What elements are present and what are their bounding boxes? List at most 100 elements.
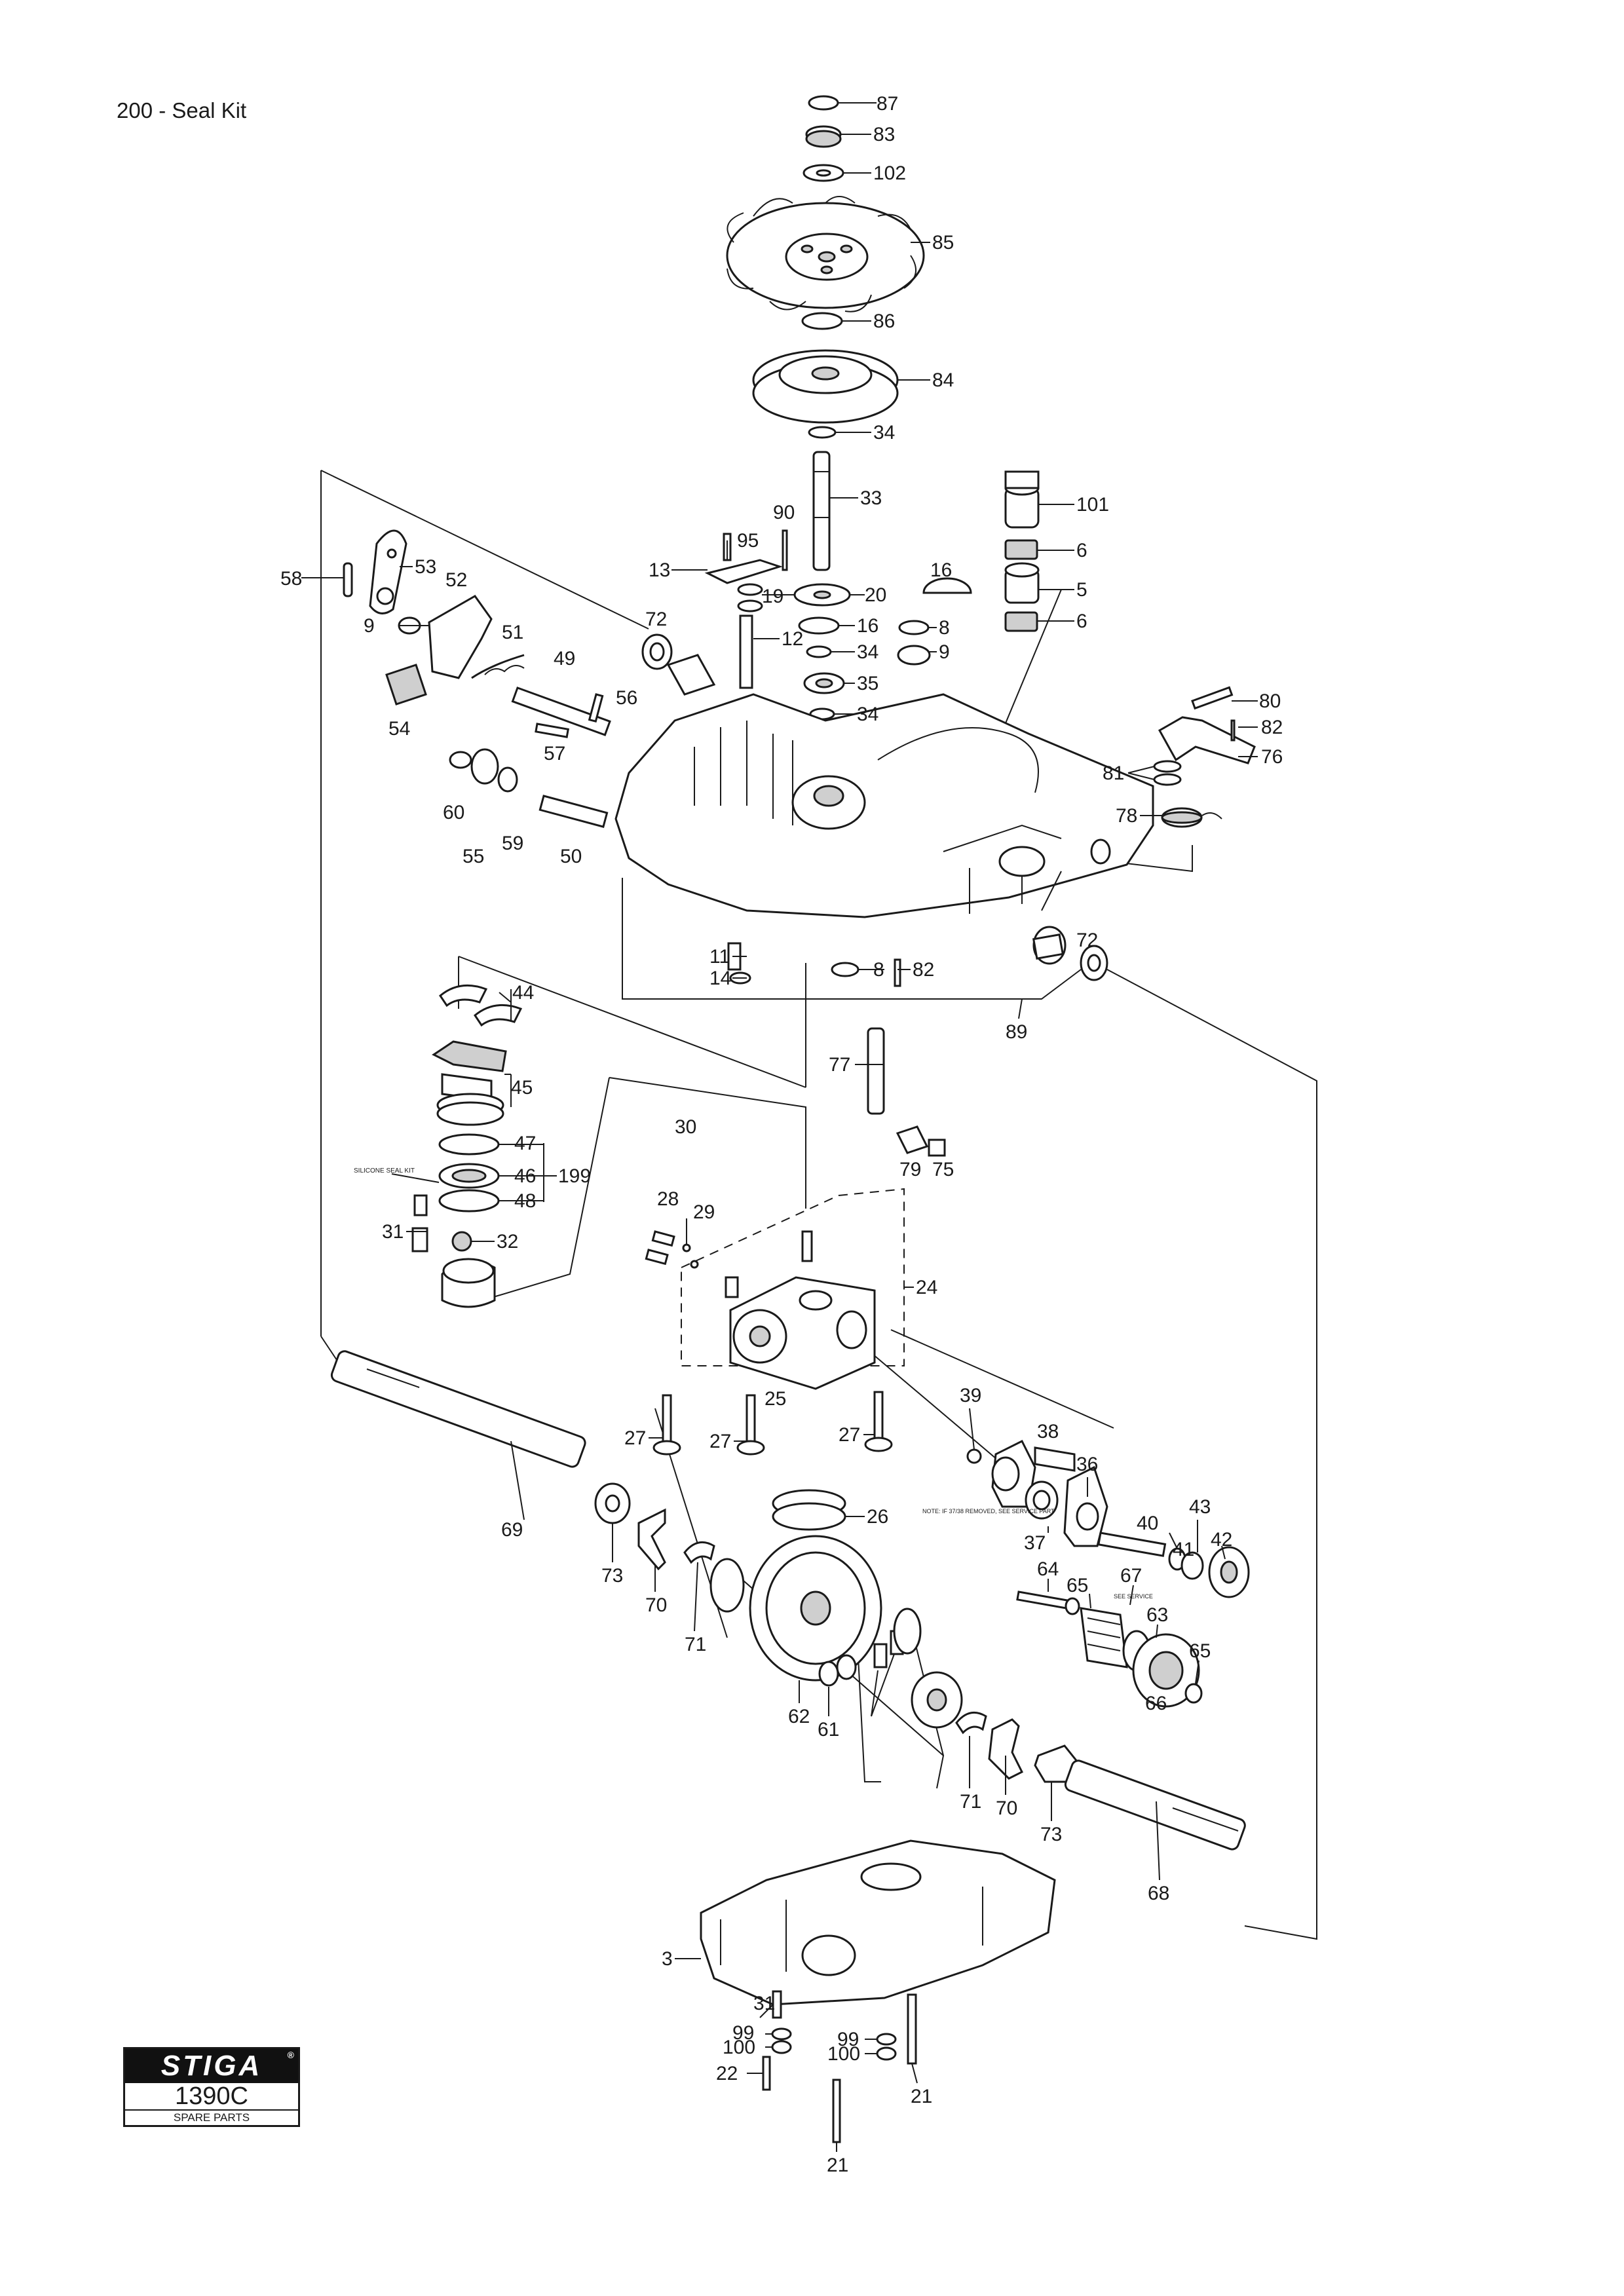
callout-label: 65 <box>1067 1575 1088 1596</box>
callout-label: 48 <box>514 1190 536 1212</box>
callout-label: 47 <box>514 1133 536 1154</box>
stiga-logo: STIGA® 1390C SPARE PARTS <box>123 2047 300 2127</box>
callout-label: 5 <box>1076 579 1087 601</box>
callout-label: 16 <box>930 559 952 581</box>
callout-label: 80 <box>1259 690 1281 712</box>
brand-wordmark: STIGA® <box>125 2049 298 2083</box>
callout-label: 69 <box>501 1519 523 1541</box>
note-42: SEE SERVICE <box>1114 1593 1153 1600</box>
callout-label: 61 <box>818 1719 839 1741</box>
callout-label: 12 <box>782 628 803 650</box>
axle-69 <box>330 1350 715 1571</box>
callout-label: 9 <box>939 641 950 663</box>
callout-label: 52 <box>445 569 467 591</box>
callout-label: 9 <box>364 615 375 637</box>
callout-label: 85 <box>932 232 954 254</box>
registered-mark: ® <box>287 2050 294 2060</box>
callout-label: 51 <box>502 622 523 643</box>
callout-label: 73 <box>1040 1824 1062 1845</box>
callout-label: 58 <box>280 568 302 590</box>
callout-label: 50 <box>560 846 582 867</box>
callout-label: 199 <box>558 1165 591 1187</box>
callout-label: 76 <box>1261 746 1283 768</box>
callout-label: 22 <box>716 2063 738 2084</box>
callout-label: 8 <box>939 617 950 639</box>
callout-label: 42 <box>1211 1529 1232 1551</box>
callout-label: 34 <box>857 704 878 725</box>
callout-label: 57 <box>544 743 565 764</box>
lever-assembly <box>343 529 611 828</box>
callout-label: 56 <box>616 687 637 709</box>
callout-label: 77 <box>829 1054 850 1076</box>
callout-label: 83 <box>873 124 895 145</box>
differential-gears <box>709 1489 963 1729</box>
callout-label: 21 <box>911 2086 932 2107</box>
callout-label: 55 <box>463 846 484 867</box>
callout-label: 82 <box>1261 717 1283 738</box>
callout-label: 41 <box>1173 1539 1194 1560</box>
callout-label: 70 <box>996 1797 1017 1819</box>
callout-label: 13 <box>649 559 670 581</box>
callout-label: 45 <box>511 1077 533 1099</box>
callout-label: 21 <box>827 2155 848 2176</box>
callout-label: 99 <box>837 2029 859 2050</box>
callout-label: 101 <box>1076 494 1109 516</box>
callout-label: 20 <box>865 584 886 606</box>
callout-labels: 87 83 102 85 86 84 34 33 101 6 5 6 90 95… <box>280 93 1283 2176</box>
callout-label: 81 <box>1103 762 1124 784</box>
callout-label: 84 <box>932 369 954 391</box>
callout-label: 46 <box>514 1165 536 1187</box>
callout-label: 73 <box>601 1565 623 1587</box>
callout-label: 34 <box>873 422 895 443</box>
logo-subtitle: SPARE PARTS <box>173 2111 250 2124</box>
model-number: 1390C <box>125 2083 298 2111</box>
pulley-84 <box>752 349 899 424</box>
page-title: 200 - Seal Kit <box>117 98 247 122</box>
callout-label: 28 <box>657 1188 679 1210</box>
reduction-gear-train <box>966 1439 1250 1708</box>
lower-housing <box>700 1839 1056 2143</box>
callout-label: 60 <box>443 802 464 823</box>
callout-label: 27 <box>709 1431 731 1452</box>
callout-label: 78 <box>1116 805 1137 827</box>
callout-label: 43 <box>1189 1496 1211 1518</box>
callout-label: 11 <box>709 946 730 968</box>
callout-label: 99 <box>732 2022 754 2044</box>
callout-label: 86 <box>873 311 895 332</box>
printed-notes: SILICONE SEAL KIT NOTE: IF 37/38 REMOVED… <box>354 1167 1153 1600</box>
callout-label: 49 <box>554 648 575 669</box>
callout-label: 54 <box>388 718 410 740</box>
bolts-27 <box>652 1391 893 1456</box>
callout-label: 27 <box>839 1424 860 1446</box>
note-46: SILICONE SEAL KIT <box>354 1167 415 1175</box>
callout-label: 100 <box>723 2037 755 2058</box>
callout-label: 35 <box>857 673 878 694</box>
center-section-24 <box>645 1188 905 1390</box>
callout-label: 75 <box>932 1159 954 1180</box>
callout-label: 8 <box>873 959 884 981</box>
axle-68 <box>955 1711 1246 1851</box>
callout-label: 27 <box>624 1427 646 1449</box>
callout-label: 102 <box>873 162 906 184</box>
callout-label: 37 <box>1024 1532 1046 1554</box>
callout-label: 44 <box>512 982 534 1004</box>
callout-label: 100 <box>827 2043 860 2065</box>
callout-label: 68 <box>1148 1883 1169 1904</box>
callout-label: 33 <box>860 487 882 509</box>
callout-label: 30 <box>675 1116 696 1138</box>
callout-label: 31 <box>753 1993 775 2014</box>
callout-label: 29 <box>693 1201 715 1223</box>
callout-label: 39 <box>960 1385 981 1406</box>
callout-label: 16 <box>857 615 878 637</box>
callout-label: 36 <box>1076 1454 1098 1475</box>
callout-label: 32 <box>497 1231 518 1252</box>
callout-label: 6 <box>1076 540 1087 561</box>
callout-label: 34 <box>857 641 878 663</box>
note-37: NOTE: IF 37/38 REMOVED, SEE SERVICE PART <box>922 1508 1055 1515</box>
callout-label: 6 <box>1076 611 1087 632</box>
assembly-guide-lines <box>320 470 1317 1940</box>
callout-label: 79 <box>899 1159 921 1180</box>
callout-label: 67 <box>1120 1565 1142 1587</box>
callout-label: 31 <box>382 1221 404 1243</box>
